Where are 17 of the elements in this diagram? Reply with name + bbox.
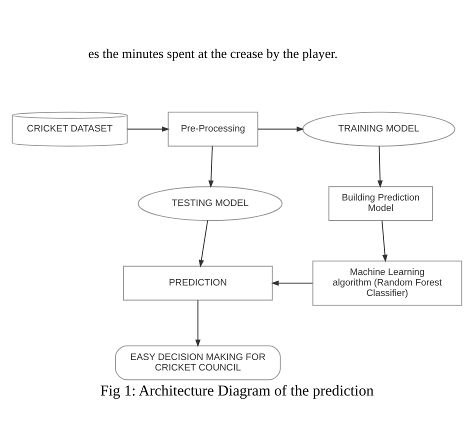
node-box: Pre-Processing <box>168 112 258 147</box>
node-ellipse: TESTING MODEL <box>138 186 283 221</box>
label: es the minutes spent at the crease by the player. <box>88 46 338 62</box>
arrow <box>271 280 313 286</box>
arrow <box>208 146 214 188</box>
arrow <box>377 146 383 188</box>
node-box: Building Prediction Model <box>328 186 433 221</box>
node-box: PREDICTION <box>123 266 273 301</box>
node-box: Machine Learning algorithm (Random Forest Classifier) <box>312 260 462 306</box>
node-box: EASY DECISION MAKING FOR CRICKET COUNCIL <box>115 345 281 380</box>
caption: Fig 1: Architecture Diagram of the prediction <box>100 384 374 400</box>
arrow <box>126 126 170 132</box>
arrow <box>198 220 208 268</box>
node-ellipse: TRAINING MODEL <box>302 112 456 147</box>
arrow <box>382 220 388 262</box>
arrow <box>195 300 201 348</box>
arrow <box>258 126 304 132</box>
